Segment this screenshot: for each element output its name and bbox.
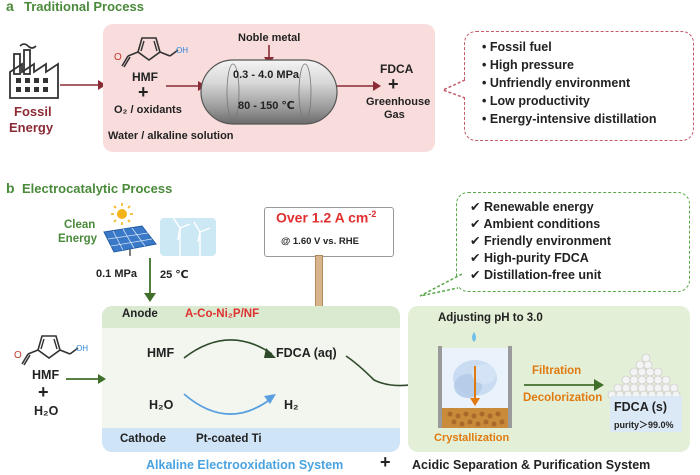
noble-metal-label: Noble metal <box>238 32 301 44</box>
drawbacks-callout-tail <box>441 79 466 99</box>
oxidants-label: O₂ / oxidants <box>114 104 182 116</box>
drawbacks-callout <box>464 31 694 141</box>
arrow-clean-energy-down <box>144 258 156 302</box>
hmf-a-label: HMF <box>132 70 158 84</box>
advantage-item: ✔ High-purity FDCA <box>470 251 589 265</box>
plus-a-2: + <box>388 74 399 94</box>
anode-hmf-label: HMF <box>147 346 175 360</box>
h2-label: H₂ <box>284 398 299 412</box>
cathode-label: Cathode <box>120 433 166 445</box>
purity-label: purity＞99.0% <box>614 420 674 430</box>
system-right-label: Acidic Separation & Purification System <box>412 458 651 472</box>
product-label: FDCA (s) <box>614 400 668 414</box>
product-box <box>610 396 682 432</box>
section-b-title: Electrocatalytic Process <box>22 181 173 196</box>
electrolyzer-panel <box>102 306 400 452</box>
hmf-b-oh-label: OH <box>76 344 88 353</box>
crystallization-beaker <box>438 332 512 428</box>
arrow-filtration <box>524 379 604 391</box>
system-left-label: Alkaline Electrooxidation System <box>146 458 344 472</box>
advantages-list: ✔ Renewable energy ✔ Ambient conditions … <box>470 199 611 284</box>
reduction-arrow <box>183 393 276 415</box>
reactant-h2o-label: H₂O <box>34 404 59 418</box>
drawback-item: • Unfriendly environment <box>482 76 631 90</box>
solar-panel-icon <box>103 225 157 256</box>
check-icon: ✔ <box>470 217 481 231</box>
drawback-item: • Energy-intensive distillation <box>482 112 657 126</box>
solution-label: Water / alkaline solution <box>108 130 234 142</box>
arrow-fossil-to-reactor <box>60 80 106 90</box>
current-density-condition: @ 1.60 V vs. RHE <box>281 236 359 247</box>
advantages-callout-tail <box>419 273 462 297</box>
drawback-item: • Low productivity <box>482 94 590 108</box>
crystallization-label: Crystallization <box>434 432 510 444</box>
section-a-letter: a <box>6 0 14 14</box>
hmf-a-oxygen-label: O <box>114 52 122 63</box>
conditions-pressure: 0.1 MPa <box>96 268 137 280</box>
current-density-sign <box>264 207 394 257</box>
clean-energy-label-1: Clean <box>64 219 96 231</box>
fossil-label-2: Energy <box>9 120 54 135</box>
fossil-label-1: Fossil <box>14 104 52 119</box>
conditions-temperature: 25 ℃ <box>160 269 189 281</box>
filtration-label: Filtration <box>532 365 582 377</box>
cathode-strip <box>102 428 400 452</box>
wind-turbine-icon <box>160 215 216 256</box>
reactant-hmf-label: HMF <box>32 368 60 382</box>
greenhouse-label-2: Gas <box>384 109 405 121</box>
drawback-item: • Fossil fuel <box>482 40 552 54</box>
decolorization-label: Decolorization <box>523 392 603 404</box>
oxidation-arrow <box>183 339 276 359</box>
advantage-item: ✔ Ambient conditions <box>470 217 601 231</box>
cathode-material-label: Pt-coated Ti <box>196 433 262 445</box>
check-icon: ✔ <box>470 268 481 282</box>
anode-catalyst-label: A-Co-Ni₂P/NF <box>185 308 260 320</box>
advantage-item: ✔ Distillation-free unit <box>470 268 602 282</box>
clean-energy-label-2: Energy <box>58 233 97 245</box>
hmf-molecule-a <box>121 37 179 68</box>
reactor-temperature-label: 80 - 150 ℃ <box>238 100 295 112</box>
reactant-plus: + <box>38 382 49 402</box>
arrow-reactants-in <box>66 374 106 384</box>
section-b-letter: b <box>6 180 15 196</box>
arrow-out-of-reactor <box>337 81 381 91</box>
drawback-item: • High pressure <box>482 58 574 72</box>
advantages-callout <box>456 192 690 292</box>
anode-strip <box>102 306 400 328</box>
sun-icon <box>111 203 133 225</box>
advantage-item: ✔ Friendly environment <box>470 234 612 248</box>
fdca-powder-pile <box>607 353 681 400</box>
hmf-a-oh-label: OH <box>176 46 188 55</box>
pressure-reactor-capsule <box>200 59 338 125</box>
section-a-title: Traditional Process <box>24 0 144 14</box>
greenhouse-label-1: Greenhouse <box>366 96 431 108</box>
plus-a: + <box>138 82 149 102</box>
reactor-pressure-label: 0.3 - 4.0 MPa <box>233 69 300 81</box>
advantage-item: ✔ Renewable energy <box>470 200 594 214</box>
adjust-ph-label: Adjusting pH to 3.0 <box>438 312 543 324</box>
current-density-value: Over 1.2 A cm-2 <box>276 209 377 226</box>
drawbacks-list: • Fossil fuel • High pressure • Unfriend… <box>482 40 657 130</box>
sign-post <box>315 255 323 312</box>
fdca-a-label: FDCA <box>380 62 414 76</box>
hmf-b-oxygen-label: O <box>14 350 22 361</box>
check-icon: ✔ <box>470 251 481 265</box>
system-plus: + <box>380 452 391 472</box>
check-icon: ✔ <box>470 200 481 214</box>
anode-label: Anode <box>122 308 158 320</box>
hmf-molecule-b <box>21 335 79 366</box>
check-icon: ✔ <box>470 234 481 248</box>
fdca-aq-label: FDCA (aq) <box>276 346 337 360</box>
h2o-cathode-label: H₂O <box>149 398 174 412</box>
factory-icon <box>9 43 59 99</box>
